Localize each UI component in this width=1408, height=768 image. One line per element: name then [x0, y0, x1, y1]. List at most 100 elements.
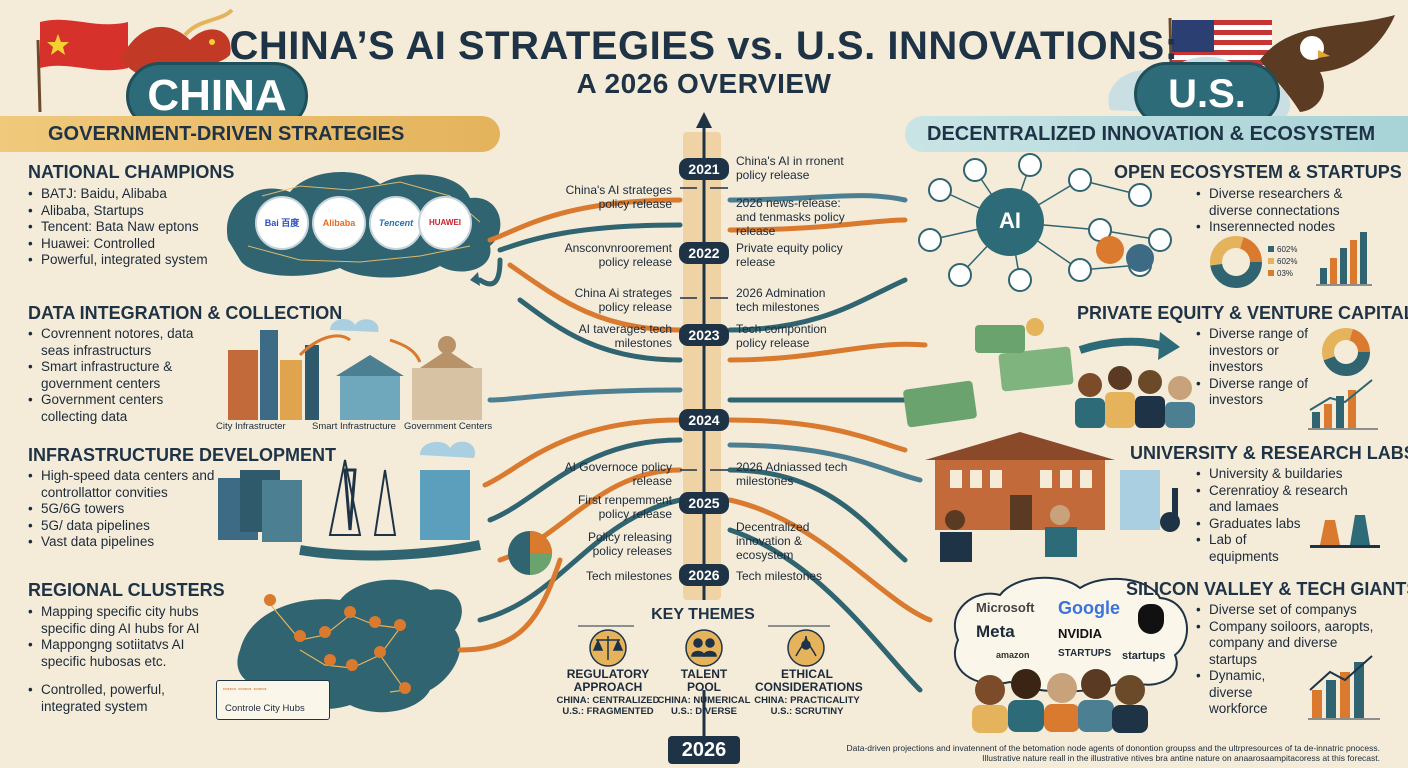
theme-us-regulatory: U.S.: FRAGMENTED: [562, 706, 654, 717]
donut-chart-2: [1322, 328, 1370, 376]
list-item: Controlled, powerful, integrated system: [28, 682, 218, 715]
china-banner: GOVERNMENT-DRIVEN STRATEGIES: [0, 116, 500, 152]
university-illustration: [925, 432, 1380, 562]
donut-chart-1: [1210, 236, 1262, 288]
timeline-right-entry: Tech milestones: [736, 569, 823, 583]
timeline-right-entry: Decentralized innovation & ecosystem: [736, 520, 810, 562]
timeline-right-entry: 2026 Adniassed tech milestones: [736, 460, 848, 488]
government-centers-label: Government Centers: [404, 421, 493, 432]
timeline-right-entry: Private equity policy release: [736, 241, 843, 269]
legend-item: 602%: [1268, 244, 1297, 256]
section-title-silicon-valley: SILICON VALLEY & TECH GIANTS: [1126, 579, 1408, 599]
list-item: 5G/6G towers: [28, 501, 218, 518]
eagle-icon: [1260, 15, 1395, 112]
map-legend-label: Controle City Hubs: [225, 703, 305, 714]
theme-china-ethical: CHINA: PRACTICALITY: [754, 695, 860, 706]
timeline-right-entry: 2026 news-release: and tenmasks policy r…: [736, 196, 845, 238]
private-equity-list: Diverse range of investors or investors …: [1196, 326, 1314, 409]
list-item: Alibaba, Startups: [28, 203, 228, 220]
section-title-university: UNIVERSITY & RESEARCH LABS: [1130, 443, 1408, 463]
china-flag-icon: [36, 19, 128, 113]
nvidia-logo: NVIDIA: [1058, 626, 1103, 641]
bottom-year-badge: 2026: [668, 736, 740, 764]
center-pie-chart: [508, 531, 552, 575]
page-title: CHINA’S AI STRATEGIES vs. U.S. INNOVATIO…: [229, 24, 1179, 68]
legend-item: 03%: [1268, 268, 1297, 280]
list-item: BATJ: Baidu, Alibaba: [28, 186, 228, 203]
list-item: Huawei: Controlled: [28, 236, 228, 253]
list-item: Covrennent notores, data seas infrastruc…: [28, 326, 208, 359]
list-item: Dynamic, diverse workforce: [1196, 668, 1289, 718]
timeline-left-entry: First renpemment policy release: [577, 493, 672, 521]
list-item: Company soiloors, aaropts, company and d…: [1196, 619, 1386, 669]
baidu-logo: Bai 百度: [255, 196, 309, 250]
microsoft-logo: Microsoft: [976, 600, 1035, 615]
section-title-data-integration: DATA INTEGRATION & COLLECTION: [28, 303, 343, 323]
startups-label-2: startups: [1122, 650, 1166, 662]
section-title-open-ecosystem: OPEN ECOSYSTEM & STARTUPS: [1114, 162, 1402, 182]
city-illustration-left: [228, 318, 482, 420]
list-item: Powerful, integrated system: [28, 252, 228, 269]
theme-us-ethical: U.S.: SCRUTINY: [770, 706, 844, 717]
theme-title-ethical: ETHICAL CONSIDERATIONS: [755, 667, 863, 694]
theme-title-talent: TALENT POOL: [680, 667, 728, 694]
bar-chart-2: [1308, 379, 1378, 430]
china-map: [237, 579, 462, 713]
footer-note: Data-driven projections and invatennent …: [820, 743, 1380, 763]
section-title-regional-clusters: REGIONAL CLUSTERS: [28, 580, 225, 600]
scales-icon: [589, 629, 627, 667]
year-badge-2022: 2022: [679, 242, 729, 264]
list-item: University & buildaries: [1196, 466, 1356, 483]
list-item: Diverse set of companys: [1196, 602, 1386, 619]
legend-label: 602%: [1277, 257, 1298, 266]
apple-logo-icon: [1138, 604, 1164, 634]
list-item: Graduates labs: [1196, 516, 1356, 533]
us-badge: U.S.: [1134, 62, 1280, 126]
theme-us-talent: U.S.: DIVERSE: [671, 706, 737, 717]
legend-label: 03%: [1277, 269, 1294, 278]
meta-logo: Meta: [976, 622, 1015, 641]
people-icon: [685, 629, 723, 667]
timeline-left-entry: AI Governoce policy release: [564, 460, 672, 488]
list-item: Mappongng sotiitatvs AI specific hubosas…: [28, 637, 218, 670]
amazon-logo: amazon: [996, 650, 1030, 660]
list-item: 5G/ data pipelines: [28, 518, 218, 535]
section-title-national-champions: NATIONAL CHAMPIONS: [28, 162, 235, 182]
timeline-left-entry: Policy releasing policy releases: [587, 530, 672, 558]
key-themes-title: KEY THEMES: [651, 606, 755, 623]
year-badge-2023: 2023: [679, 324, 729, 346]
smart-infrastructure-label: Smart Infrastructure: [312, 421, 396, 432]
theme-china-regulatory: CHINA: CENTRALIZED: [556, 695, 660, 706]
timeline-left-entry: Ansconvnroorement policy release: [564, 241, 672, 269]
google-logo: Google: [1058, 598, 1120, 618]
china-summary-list: Controlled, powerful, integrated system: [28, 682, 218, 715]
list-item: Mapping specific city hubs specific ding…: [28, 604, 218, 637]
timeline-right-entry: China's AI in rronent policy release: [736, 154, 844, 182]
us-banner: DECENTRALIZED INNOVATION & ECOSYSTEM: [905, 116, 1408, 152]
list-item: Cerenratioy & research and lamaes: [1196, 483, 1356, 516]
timeline-left-entry: Tech milestones: [585, 569, 672, 583]
list-item: Vast data pipelines: [28, 534, 218, 551]
section-title-private-equity: PRIVATE EQUITY & VENTURE CAPITAL: [1077, 303, 1408, 323]
timeline-left-entry: China Ai strateges policy release: [574, 286, 672, 314]
page-subtitle: A 2026 OVERVIEW: [576, 68, 832, 99]
infrastructure-list: High-speed data centers and controllatto…: [28, 468, 218, 551]
money-illustration: [903, 318, 1180, 428]
list-item: High-speed data centers and controllatto…: [28, 468, 218, 501]
year-badge-2024: 2024: [679, 409, 729, 431]
map-legend-key: ꟷꟷ ꟷꟷ ꟷꟷ: [223, 685, 267, 694]
footer-line-2: Illustrative nature reall in the illustr…: [982, 753, 1380, 763]
infrastructure-illustration: [218, 441, 481, 561]
map-legend: ꟷꟷ ꟷꟷ ꟷꟷ Controle City Hubs: [216, 680, 330, 720]
list-item: Smart infrastructure & government center…: [28, 359, 208, 392]
bar-chart-1: [1320, 232, 1367, 284]
list-item: Government centers collecting data: [28, 392, 208, 425]
list-item: Lab of equipments: [1196, 532, 1299, 565]
workforce-illustration: [972, 669, 1148, 733]
year-badge-2021: 2021: [679, 158, 729, 180]
list-item: Diverse range of investors or investors: [1196, 326, 1314, 376]
timeline-left-entry: AI taverages tech milestones: [578, 322, 672, 350]
legend-item: 602%: [1268, 256, 1297, 268]
university-list: University & buildaries Cerenratioy & re…: [1196, 466, 1356, 565]
theme-title-regulatory: REGULATORY APPROACH: [566, 667, 650, 694]
